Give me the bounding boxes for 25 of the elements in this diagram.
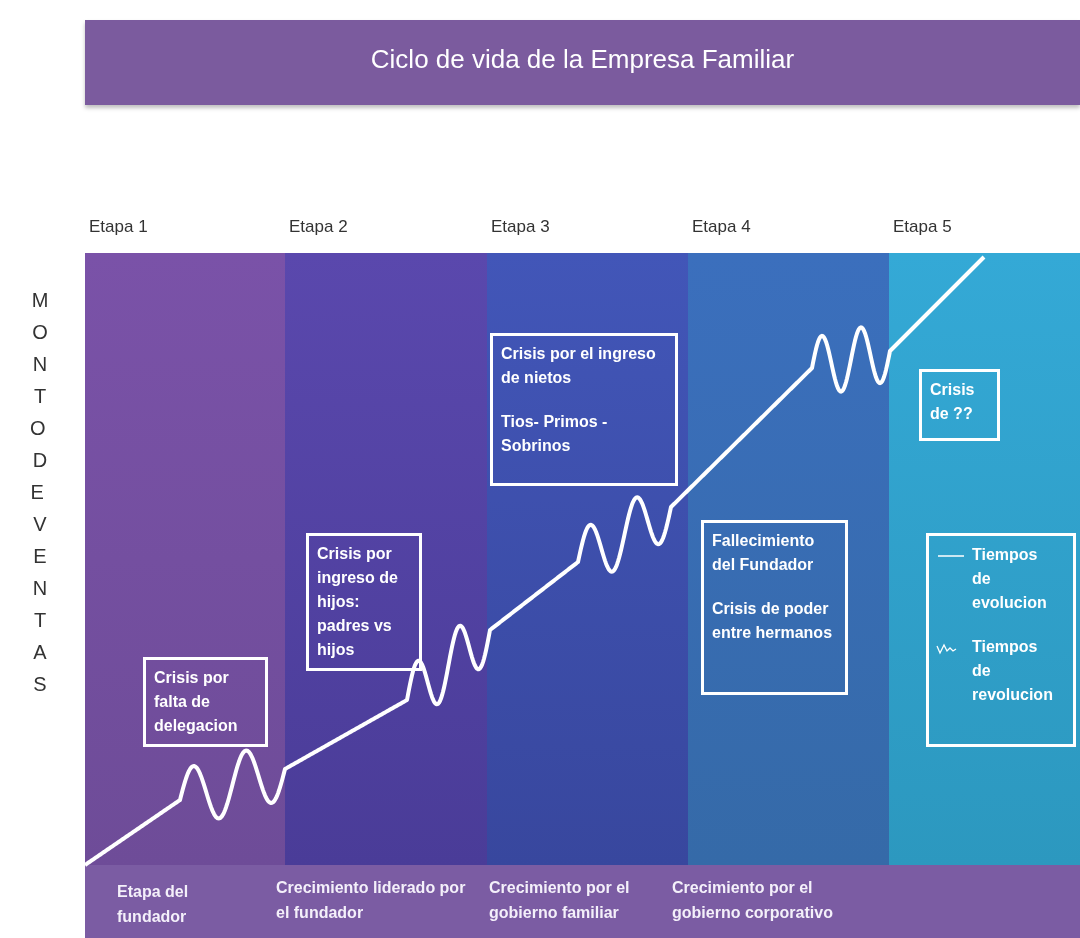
crisis-box bbox=[490, 333, 678, 486]
crisis-text: Crisis por falta de delegacion bbox=[154, 668, 239, 736]
phase-label: Crecimiento por el gobierno corporativo bbox=[672, 878, 834, 923]
phase-label: Crecimiento por el gobierno familiar bbox=[489, 878, 631, 923]
phase-label: Etapa del fundador bbox=[117, 882, 190, 927]
crisis-text: Tios- Primos - Sobrinos bbox=[501, 412, 609, 456]
stage-label: Etapa 1 bbox=[89, 217, 148, 237]
legend-text: Tiempos de evolucion bbox=[972, 545, 1048, 613]
axis-title: MONTO DE VENTAS bbox=[30, 288, 50, 697]
stage-label: Etapa 3 bbox=[491, 217, 550, 237]
crisis-text: Crisis por el ingreso de nietos bbox=[501, 344, 657, 388]
crisis-box bbox=[306, 533, 422, 671]
crisis-box bbox=[143, 657, 268, 747]
title: Ciclo de vida de la Empresa Familiar bbox=[369, 44, 796, 75]
legend-text: Tiempos de revolucion bbox=[972, 637, 1054, 705]
crisis-text: Crisis de ?? bbox=[930, 380, 976, 424]
crisis-text: Crisis por ingreso de hijos: padres vs hijos bbox=[317, 544, 399, 660]
stage-label: Etapa 2 bbox=[289, 217, 348, 237]
crisis-text: Fallecimiento del Fundador bbox=[712, 531, 816, 575]
crisis-text: Crisis de poder entre hermanos bbox=[712, 599, 834, 643]
phase-label: Crecimiento liderado por el fundador bbox=[276, 878, 467, 923]
crisis-box bbox=[919, 369, 1000, 441]
stage-label: Etapa 5 bbox=[893, 217, 952, 237]
stage-label: Etapa 4 bbox=[692, 217, 751, 237]
crisis-box bbox=[701, 520, 848, 695]
